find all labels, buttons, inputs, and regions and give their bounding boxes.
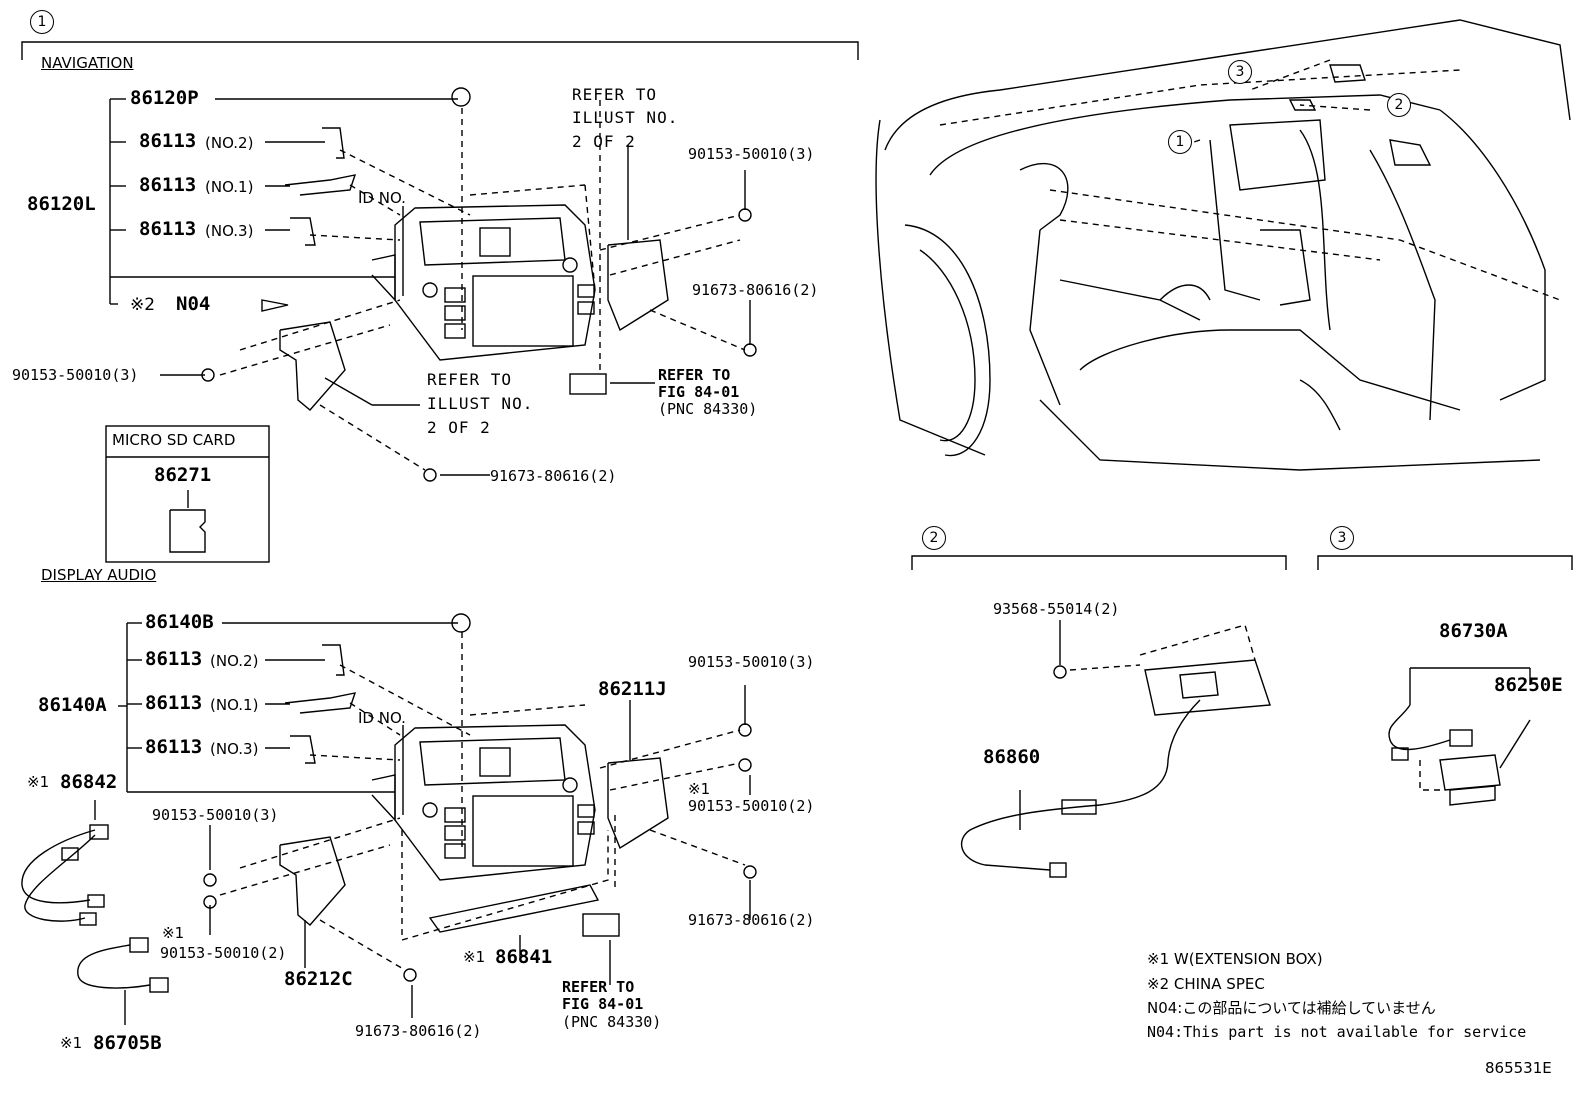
da-bolt-91673-bottom: 91673-80616(2) [355, 1022, 482, 1040]
da-head-unit [371, 724, 596, 881]
section-1-marker: 1 [30, 10, 54, 34]
nav-id-no: ID NO. [358, 189, 406, 207]
da-part-86113-no3-sub: (NO.3) [210, 740, 259, 758]
illustration-code: 865531E [1485, 1059, 1552, 1077]
da-part-86113-no2: 86113 [145, 648, 203, 670]
nav-refer-fig-line2: FIG 84-01 [658, 383, 740, 401]
nav-refer-illust-b-line2: ILLUST NO. [427, 394, 534, 413]
mark1-86705b: ※1 [60, 1034, 83, 1052]
da-small-parts [279, 644, 669, 937]
part-86730a: 86730A [1439, 620, 1508, 642]
nav-head-unit [371, 204, 596, 361]
part-86730a-dashed [1419, 760, 1445, 791]
car-callout-3: 3 [1228, 60, 1252, 84]
part-86860: 86860 [983, 746, 1041, 768]
part-86140a: 86140A [38, 694, 107, 716]
da-part-86113-no2-sub: (NO.2) [210, 652, 259, 670]
harness-86705b [77, 937, 169, 993]
car-callout-1: 1 [1168, 130, 1192, 154]
nav-solid-leaders [160, 145, 751, 476]
da-mark1-right: ※1 [688, 780, 711, 798]
nav-bolts [201, 208, 757, 482]
micro-sd-box [105, 425, 270, 563]
car-interior-sketch [875, 19, 1571, 471]
section-2-marker: 2 [922, 526, 946, 550]
da-bolt-90153-left: 90153-50010(3) [152, 806, 279, 824]
da-id-no: ID NO. [358, 709, 406, 727]
mark1-86842: ※1 [27, 773, 50, 791]
da-refer-fig-line3: (PNC 84330) [562, 1013, 662, 1031]
da-tree-lines [118, 622, 458, 793]
note-mark1: ※1 W(EXTENSION BOX) [1147, 950, 1323, 968]
da-mark1-left: ※1 [162, 924, 185, 942]
da-dashed-leaders [219, 632, 746, 971]
da-bolt-91673-right: 91673-80616(2) [688, 911, 815, 929]
nav-refer-illust-line1: REFER TO [572, 85, 658, 104]
n04-label: N04 [176, 293, 211, 315]
part-86842: 86842 [60, 771, 118, 793]
da-refer-fig-line1: REFER TO [562, 978, 635, 996]
part-86705b: 86705B [93, 1032, 162, 1054]
part-86113-no2-sub: (NO.2) [205, 134, 254, 152]
note-mark2: ※2 CHINA SPEC [1147, 975, 1265, 993]
note-n04-jp: N04:この部品については補給していません [1147, 999, 1436, 1017]
nav-refer-illust-line2: ILLUST NO. [572, 108, 679, 127]
da-bolt-90153-left-2: 90153-50010(2) [160, 944, 287, 962]
china-spec-mark: ※2 [130, 295, 156, 315]
nav-dashed-leaders [219, 100, 746, 471]
part-86271: 86271 [154, 464, 212, 486]
da-bolt-90153-right: 90153-50010(3) [688, 653, 815, 671]
nav-bolt-90153-left: 90153-50010(3) [12, 366, 139, 384]
da-part-86113-no1: 86113 [145, 692, 203, 714]
part-86120p: 86120P [130, 87, 199, 109]
part-86113-no2: 86113 [139, 130, 197, 152]
da-part-86113-no3: 86113 [145, 736, 203, 758]
part-86113-no1-sub: (NO.1) [205, 178, 254, 196]
part-86113-no1: 86113 [139, 174, 197, 196]
part-86250e: 86250E [1494, 674, 1563, 696]
da-bolt-90153-right-2: 90153-50010(2) [688, 797, 815, 815]
section-2-bracket [911, 555, 1287, 570]
nav-bolt-90153-right: 90153-50010(3) [688, 145, 815, 163]
section-1-bracket [21, 41, 859, 60]
part-86212c: 86212C [284, 968, 353, 990]
part-86730a-assembly [1388, 667, 1531, 806]
car-interior-dashed [939, 59, 1561, 301]
nav-refer-fig-line3: (PNC 84330) [658, 400, 758, 418]
nav-tree-lines [109, 98, 458, 312]
part-86211j: 86211J [598, 678, 667, 700]
micro-sd-heading: MICRO SD CARD [112, 431, 236, 449]
nav-small-parts [279, 87, 669, 633]
nav-refer-fig-line1: REFER TO [658, 366, 731, 384]
note-n04-en: N04:This part is not available for servi… [1147, 1023, 1527, 1041]
nav-bolt-91673-right: 91673-80616(2) [692, 281, 819, 299]
da-bolts [203, 723, 757, 982]
mark1-86841: ※1 [463, 948, 486, 966]
nav-refer-illust-b-line3: 2 OF 2 [427, 418, 491, 437]
da-solid-leaders [94, 685, 751, 1025]
part-86860-dashed [1069, 624, 1256, 671]
display-audio-heading: DISPLAY AUDIO [41, 566, 157, 584]
part-86113-no3: 86113 [139, 218, 197, 240]
bolt-93568-55014: 93568-55014(2) [993, 600, 1120, 618]
bolt-93568 [1053, 620, 1067, 679]
part-86140b: 86140B [145, 611, 214, 633]
part-86120l: 86120L [27, 193, 96, 215]
car-callout-2: 2 [1387, 93, 1411, 117]
section-3-marker: 3 [1330, 526, 1354, 550]
navigation-heading: NAVIGATION [41, 54, 134, 72]
nav-bolt-91673-bottom: 91673-80616(2) [490, 467, 617, 485]
section-3-bracket [1317, 555, 1573, 570]
harness-86842 [21, 824, 109, 926]
da-part-86113-no1-sub: (NO.1) [210, 696, 259, 714]
part-86860-assembly [960, 659, 1271, 878]
nav-refer-illust-b-line1: REFER TO [427, 370, 513, 389]
part-86113-no3-sub: (NO.3) [205, 222, 254, 240]
nav-refer-illust-line3: 2 OF 2 [572, 132, 636, 151]
da-refer-fig-line2: FIG 84-01 [562, 995, 644, 1013]
part-86841: 86841 [495, 946, 553, 968]
